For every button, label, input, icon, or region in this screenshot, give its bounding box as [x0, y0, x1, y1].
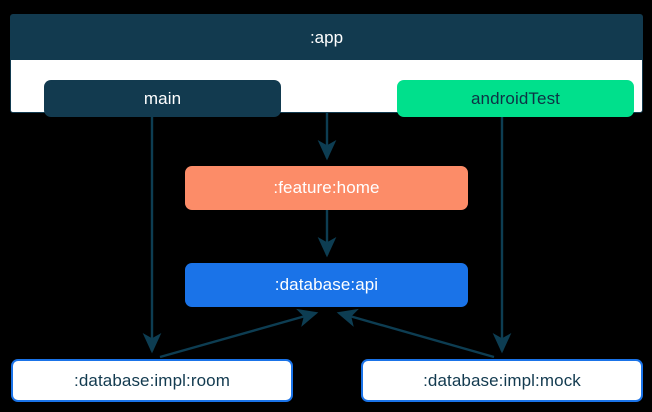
node-database-impl-mock[interactable]: :database:impl:mock: [361, 359, 643, 402]
node-feature-home[interactable]: :feature:home: [185, 166, 468, 210]
node-database-api[interactable]: :database:api: [185, 263, 468, 307]
subgraph-app[interactable]: :app main androidTest: [10, 14, 643, 117]
node-main[interactable]: main: [44, 80, 281, 117]
edge-database-impl-mock-to-database-api: [336, 308, 495, 359]
edge-database-impl-room-to-database-api: [159, 308, 319, 359]
node-database-impl-room[interactable]: :database:impl:room: [11, 359, 293, 402]
node-android-test[interactable]: androidTest: [397, 80, 634, 117]
subgraph-app-title: :app: [11, 15, 642, 60]
